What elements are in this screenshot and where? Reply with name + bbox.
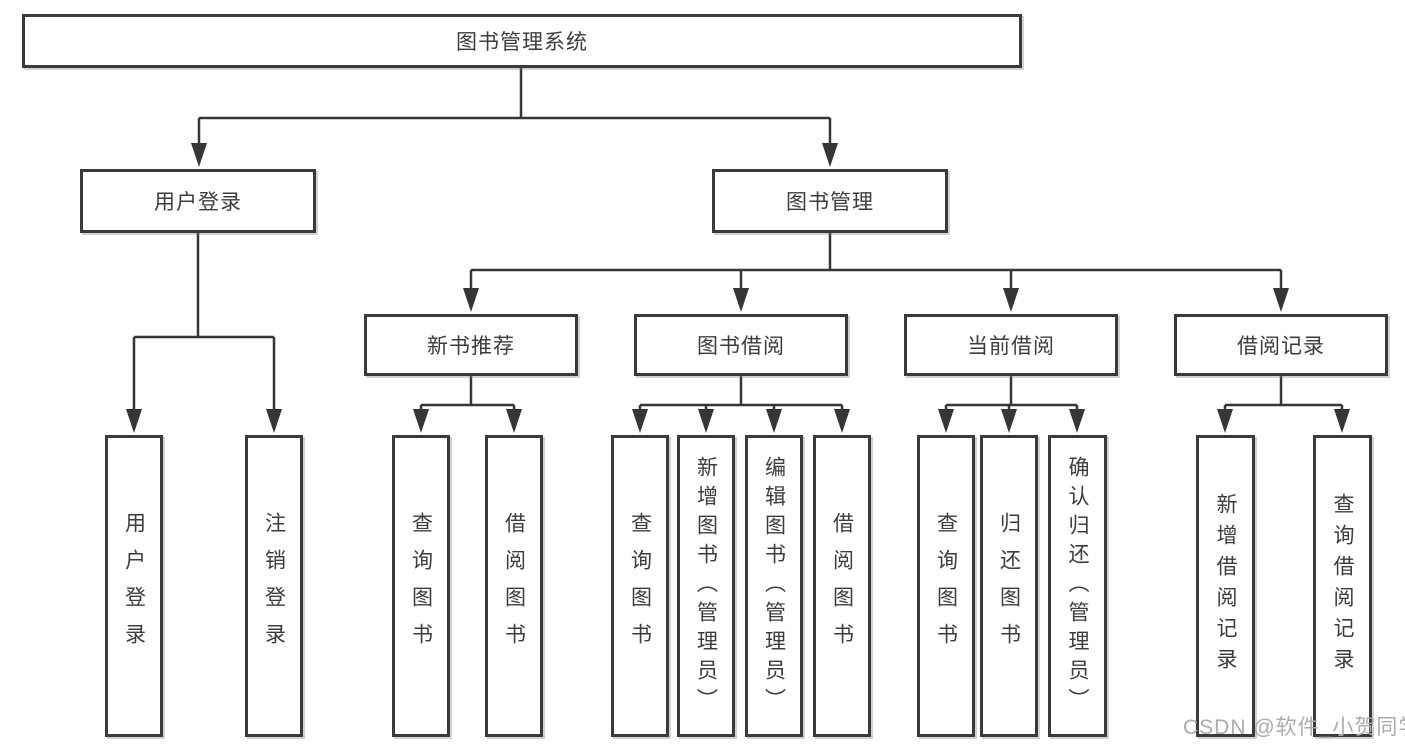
node-label: 当前借阅: [967, 335, 1055, 358]
arrow-icon: [126, 409, 142, 433]
arrow-icon: [266, 409, 282, 433]
arrow-icon: [1003, 288, 1019, 312]
node-label: 图书借阅: [697, 335, 785, 358]
node-user-login: 用户登录: [80, 169, 316, 233]
leaf-query-borrow-record: 查询借阅记录: [1313, 435, 1372, 737]
leaf-return-book: 归还图书: [980, 435, 1038, 737]
node-new-book-recommend: 新书推荐: [364, 314, 578, 376]
node-current-borrow: 当前借阅: [904, 314, 1118, 376]
arrow-icon: [766, 409, 782, 433]
node-label: 查询图书: [934, 512, 958, 660]
leaf-edit-book-admin: 编辑图书（管理员）: [745, 435, 803, 737]
leaf-borrow-books-recommend: 借阅图书: [485, 435, 543, 737]
arrow-icon: [822, 143, 838, 167]
leaf-add-book-admin: 新增图书（管理员）: [677, 435, 735, 737]
leaf-add-borrow-record: 新增借阅记录: [1196, 435, 1255, 737]
leaf-logout: 注销登录: [245, 435, 303, 737]
node-label: 用户登录: [122, 512, 146, 660]
leaf-query-books-borrow: 查询图书: [611, 435, 669, 737]
node-label: 查询图书: [628, 512, 652, 660]
arrow-icon: [463, 288, 479, 312]
node-label: 注销登录: [262, 512, 286, 660]
node-label: 查询图书: [409, 512, 433, 660]
arrow-icon: [413, 409, 429, 433]
arrow-icon: [1069, 409, 1085, 433]
node-label: 图书管理系统: [456, 31, 588, 54]
node-book-borrow: 图书借阅: [634, 314, 848, 376]
arrow-icon: [1334, 409, 1350, 433]
arrow-icon: [834, 409, 850, 433]
arrow-icon: [506, 409, 522, 433]
node-label: 新增借阅记录: [1214, 493, 1237, 679]
leaf-borrow-books: 借阅图书: [813, 435, 871, 737]
arrowheads: [126, 143, 1350, 433]
leaf-user-login: 用户登录: [105, 435, 163, 737]
node-label: 新书推荐: [427, 335, 515, 358]
arrow-icon: [698, 409, 714, 433]
arrow-icon: [191, 143, 207, 167]
arrow-icon: [938, 409, 954, 433]
leaf-query-books-recommend: 查询图书: [392, 435, 450, 737]
node-label: 借阅记录: [1237, 335, 1325, 358]
node-book-management: 图书管理: [712, 169, 948, 233]
node-label: 查询借阅记录: [1331, 493, 1354, 679]
node-label: 图书管理: [786, 191, 874, 214]
arrow-icon: [1217, 409, 1233, 433]
node-label: 编辑图书（管理员）: [762, 455, 786, 717]
arrow-icon: [733, 288, 749, 312]
node-label: 新增图书（管理员）: [694, 455, 718, 717]
csdn-watermark: CSDN @软件_小贺同学: [1183, 716, 1405, 739]
node-library-system: 图书管理系统: [22, 14, 1022, 68]
node-label: 借阅图书: [830, 512, 854, 660]
node-borrow-records: 借阅记录: [1174, 314, 1388, 376]
node-label: 借阅图书: [502, 512, 526, 660]
node-label: 确认归还（管理员）: [1066, 455, 1089, 717]
leaf-query-books-current: 查询图书: [917, 435, 975, 737]
arrow-icon: [1273, 288, 1289, 312]
leaf-confirm-return-admin: 确认归还（管理员）: [1048, 435, 1107, 737]
arrow-icon: [1001, 409, 1017, 433]
arrow-icon: [632, 409, 648, 433]
node-label: 用户登录: [154, 191, 242, 214]
node-label: 归还图书: [997, 512, 1021, 660]
